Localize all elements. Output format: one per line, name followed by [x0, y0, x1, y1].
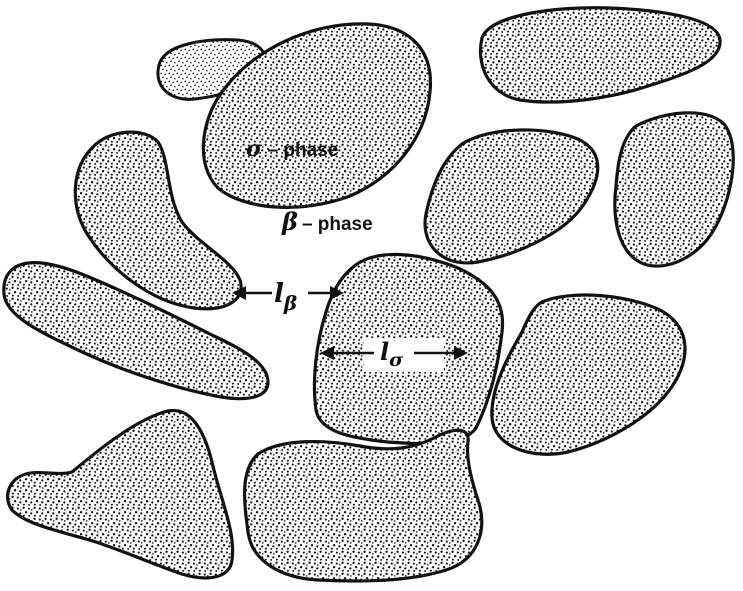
beta-length-base: l — [274, 279, 284, 309]
sigma-particle-far-right — [615, 113, 733, 266]
sigma-particle-bottom-center — [245, 430, 482, 581]
beta-phase-text: – phase — [302, 214, 373, 235]
sigma-phase-symbol: σ — [246, 136, 263, 162]
sigma-length-background — [364, 338, 444, 372]
sigma-length-base: l — [380, 337, 389, 366]
beta-phase-label: β– phase — [281, 207, 373, 236]
sigma-length-subscript: σ — [389, 349, 404, 371]
beta-phase-symbol: β — [281, 207, 298, 236]
beta-length-subscript: β — [283, 291, 297, 315]
sigma-particle-right-middle — [492, 295, 685, 454]
sigma-particle-bottom-left — [8, 411, 233, 578]
beta-length-label: lβ — [274, 279, 297, 315]
sigma-phase-text: – phase — [262, 140, 338, 161]
sigma-phase-label: σ – phase — [246, 136, 338, 162]
sigma-particle-center-right — [425, 130, 598, 263]
sigma-particle-top-right — [481, 8, 721, 102]
